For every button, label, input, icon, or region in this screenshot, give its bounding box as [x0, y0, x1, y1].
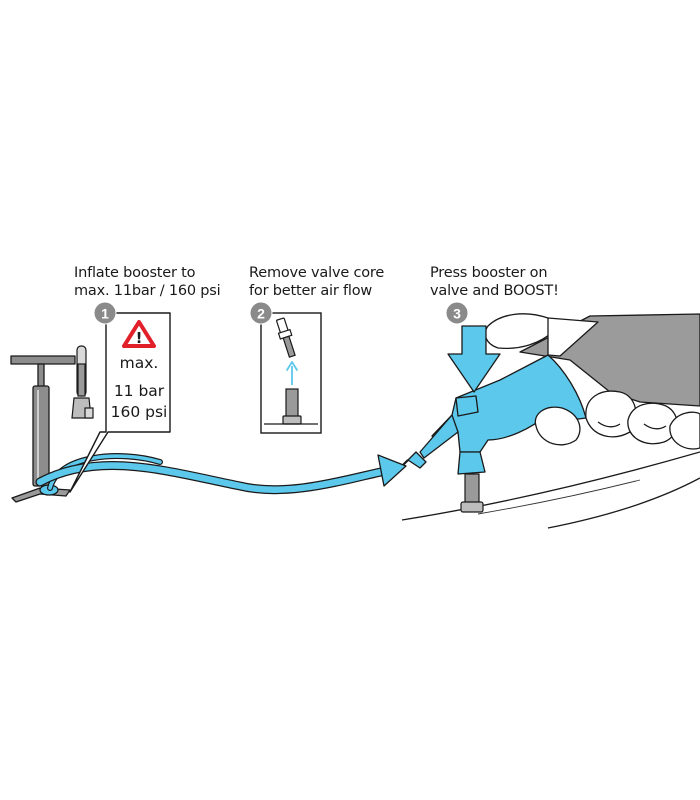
max-label: max.	[120, 354, 159, 372]
step-1-caption-line-2: max. 11bar / 160 psi	[74, 283, 221, 299]
step-3-caption-line-2: valve and BOOST!	[430, 283, 559, 299]
bar-limit: 11 bar	[114, 382, 165, 400]
step-3-badge: 3	[453, 306, 461, 322]
warning-symbol: !	[136, 329, 143, 347]
floor-pump-icon	[10, 355, 76, 503]
valve-core-icon	[276, 317, 296, 358]
step-2-panel: 2	[249, 301, 322, 434]
step-1-caption: Inflate booster to max. 11bar / 160 psi	[74, 264, 221, 300]
valve-stem-icon	[264, 388, 318, 425]
press-arrow-icon	[447, 325, 501, 393]
step-1-badge: 1	[101, 306, 109, 322]
step-1-caption-line-1: Inflate booster to	[74, 265, 196, 281]
tire-icon	[401, 451, 700, 529]
hand-icon	[484, 313, 700, 450]
step-3-badge-group: 3	[445, 301, 469, 325]
step-2-caption-line-2: for better air flow	[249, 283, 373, 299]
step-3-caption: Press booster on valve and BOOST!	[430, 264, 559, 300]
step-2-caption-line-1: Remove valve core	[249, 265, 385, 281]
psi-limit: 160 psi	[111, 403, 168, 421]
pump-head-icon	[71, 345, 94, 419]
warning-triangle-icon: !	[122, 320, 156, 348]
step-3-caption-line-1: Press booster on	[430, 265, 548, 281]
step-2-caption: Remove valve core for better air flow	[249, 264, 384, 300]
step-1-panel: 1 ! max. 11 bar 160 psi	[69, 301, 171, 493]
booster-icon	[402, 354, 587, 475]
air-flow-arrow	[35, 454, 407, 495]
step-2-badge: 2	[257, 306, 265, 322]
up-arrow-icon	[286, 361, 298, 385]
valve-stem-icon	[460, 473, 484, 513]
